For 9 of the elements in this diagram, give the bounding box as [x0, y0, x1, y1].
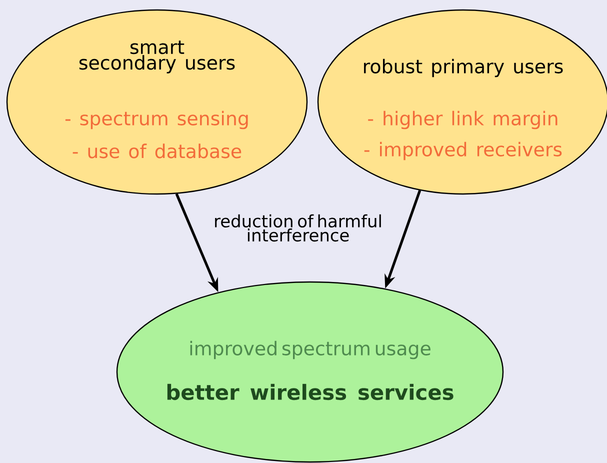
list-item: - spectrum sensing — [65, 110, 248, 130]
list-item: - improved receivers — [364, 142, 562, 160]
subtitle: improved spectrum usage — [190, 340, 430, 360]
note-text: reduction of harmful interference — [215, 214, 381, 242]
node-heading: robust primary users — [364, 58, 563, 78]
node-heading: smart secondary users — [79, 40, 235, 74]
list-item: - use of database — [72, 144, 242, 158]
node-title: better wireless services — [167, 384, 454, 400]
list-item: - higher link margin — [368, 110, 558, 130]
